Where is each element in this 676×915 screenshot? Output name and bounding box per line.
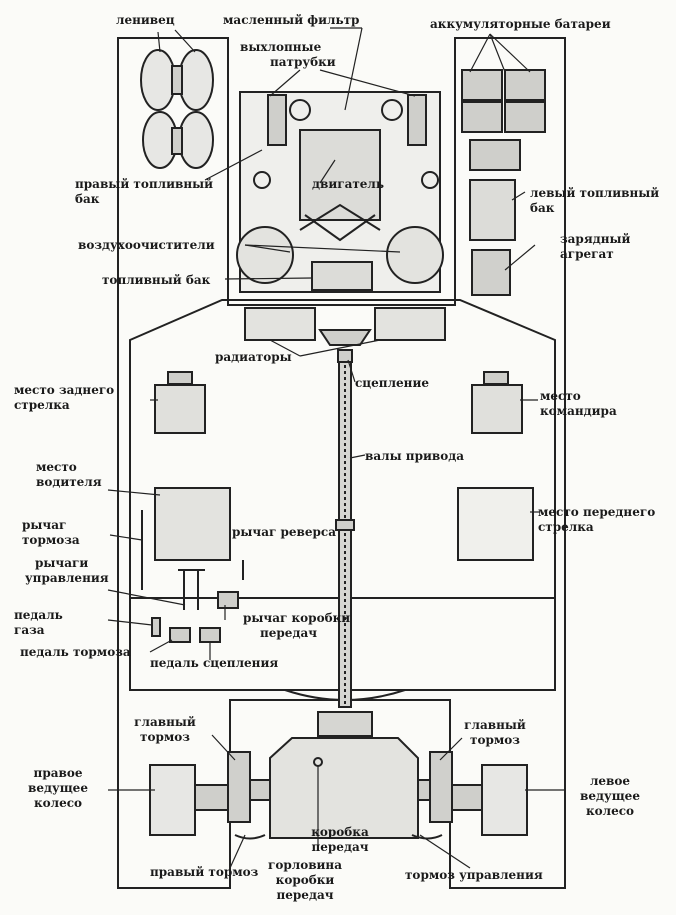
label-control-levers-1: рычаги — [35, 556, 89, 570]
batteries — [461, 69, 546, 171]
label-charger-1: зарядный — [560, 232, 631, 246]
driver-controls — [141, 510, 244, 643]
label-control-brake: тормоз управления — [405, 868, 543, 882]
label-engine: двигатель — [312, 177, 385, 191]
drive-wheels — [149, 764, 528, 836]
left-fuel-tank — [469, 179, 516, 296]
label-gearbox-neck-3: передач — [276, 888, 334, 902]
label-left-wheel-2: ведущее — [580, 789, 640, 803]
label-gearbox-neck-1: горловина — [267, 858, 342, 872]
label-fuel-tank: топливный бак — [102, 273, 211, 287]
label-gas-pedal-1: педаль — [14, 608, 63, 622]
label-brake-lever-1: рычаг — [22, 518, 67, 532]
label-commander-2: командира — [540, 404, 617, 418]
label-right-tank-2: бак — [75, 192, 100, 206]
label-clutch-pedal: педаль сцепления — [150, 656, 279, 670]
label-driver-seat-1: место — [36, 460, 77, 474]
label-right-wheel-3: колесо — [33, 796, 83, 810]
label-left-tank-2: бак — [530, 201, 555, 215]
engine-block — [236, 91, 444, 293]
label-left-tank-1: левый топливный — [530, 186, 660, 200]
label-radiators: радиаторы — [215, 350, 292, 364]
drive-shaft — [335, 349, 355, 708]
label-clutch: сцепление — [355, 376, 430, 390]
label-idler: ленивец — [116, 13, 175, 27]
label-air-cleaners: воздухоочистители — [78, 238, 215, 252]
label-main-brake-left-2: тормоз — [470, 733, 520, 747]
label-rear-gunner-1: место заднего — [14, 383, 115, 397]
label-gearbox-1: коробка — [311, 825, 369, 839]
label-right-brake: правый тормоз — [150, 865, 259, 879]
transmission — [227, 711, 453, 840]
label-front-gunner-2: стрелка — [538, 520, 594, 534]
label-gear-lever-1: рычаг коробки — [243, 611, 351, 625]
leader-lines — [107, 27, 565, 869]
label-main-brake-right-2: тормоз — [140, 730, 190, 744]
label-brake-pedal: педаль тормоза — [20, 645, 131, 659]
label-exhaust-1: выхлопные — [240, 40, 322, 54]
label-right-wheel-1: правое — [33, 766, 83, 780]
label-main-brake-right-1: главный — [134, 715, 196, 729]
label-commander-1: место — [540, 389, 581, 403]
label-exhaust-2: патрубки — [270, 55, 336, 69]
label-charger-2: агрегат — [560, 247, 614, 261]
label-front-gunner-1: место переднего — [538, 505, 656, 519]
label-left-wheel-1: левое — [589, 774, 631, 788]
label-drive-shafts: валы привода — [365, 449, 464, 463]
radiators — [244, 307, 446, 346]
label-rear-gunner-2: стрелка — [14, 398, 70, 412]
label-gearbox-2: передач — [311, 840, 369, 854]
label-batteries: аккумуляторные батареи — [430, 17, 611, 31]
label-right-tank-1: правый топливный — [75, 177, 214, 191]
label-gearbox-neck-2: коробки — [275, 873, 335, 887]
label-left-wheel-3: колесо — [585, 804, 635, 818]
label-right-wheel-2: ведущее — [28, 781, 88, 795]
idler-wheels — [140, 49, 214, 169]
label-gas-pedal-2: газа — [14, 623, 45, 637]
label-oil-filter: масленный фильтр — [223, 13, 360, 27]
label-driver-seat-2: водителя — [36, 475, 102, 489]
label-brake-lever-2: тормоза — [22, 533, 80, 547]
label-reverse-lever: рычаг реверса — [232, 525, 336, 539]
label-control-levers-2: управления — [25, 571, 109, 585]
label-main-brake-left-1: главный — [464, 718, 526, 732]
seats — [154, 371, 534, 561]
label-gear-lever-2: передач — [260, 626, 317, 640]
